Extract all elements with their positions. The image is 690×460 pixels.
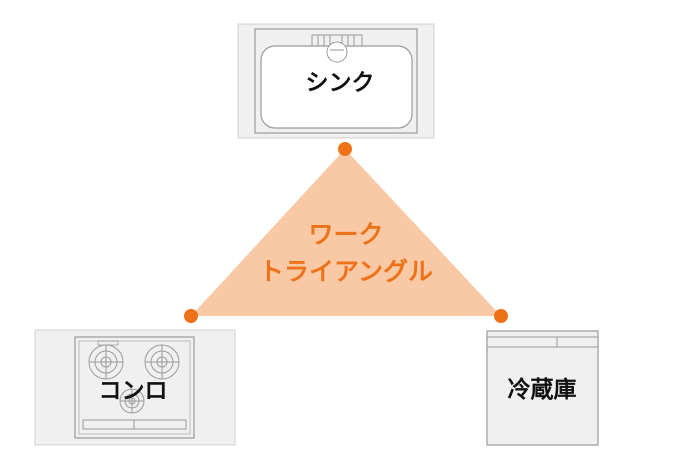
sink-counter-outline xyxy=(254,28,418,134)
burner-left-icon xyxy=(88,344,124,380)
stove-panel xyxy=(34,329,236,446)
vertex-stove-dot xyxy=(184,309,198,323)
triangle-label-line2: トライアングル xyxy=(259,257,433,286)
stove-cooktop-inner xyxy=(78,340,191,435)
vertex-sink-dot xyxy=(338,142,352,156)
burner-right-icon xyxy=(144,344,180,380)
work-triangle xyxy=(191,149,501,316)
triangle-label-line1: ワーク xyxy=(308,220,383,249)
stove-label: コンロ xyxy=(99,378,168,404)
fridge: 冷蔵庫 xyxy=(486,330,599,446)
stove-cooktop-outline xyxy=(74,336,195,439)
fridge-body xyxy=(486,330,599,446)
burner-center-icon xyxy=(119,388,145,414)
sink-label: シンク xyxy=(306,70,375,96)
sink-drain-icon xyxy=(311,34,363,63)
vertex-fridge-dot xyxy=(494,309,508,323)
stove: コンロ xyxy=(34,329,236,446)
sink: シンク xyxy=(237,23,435,139)
fridge-label: 冷蔵庫 xyxy=(508,376,577,403)
